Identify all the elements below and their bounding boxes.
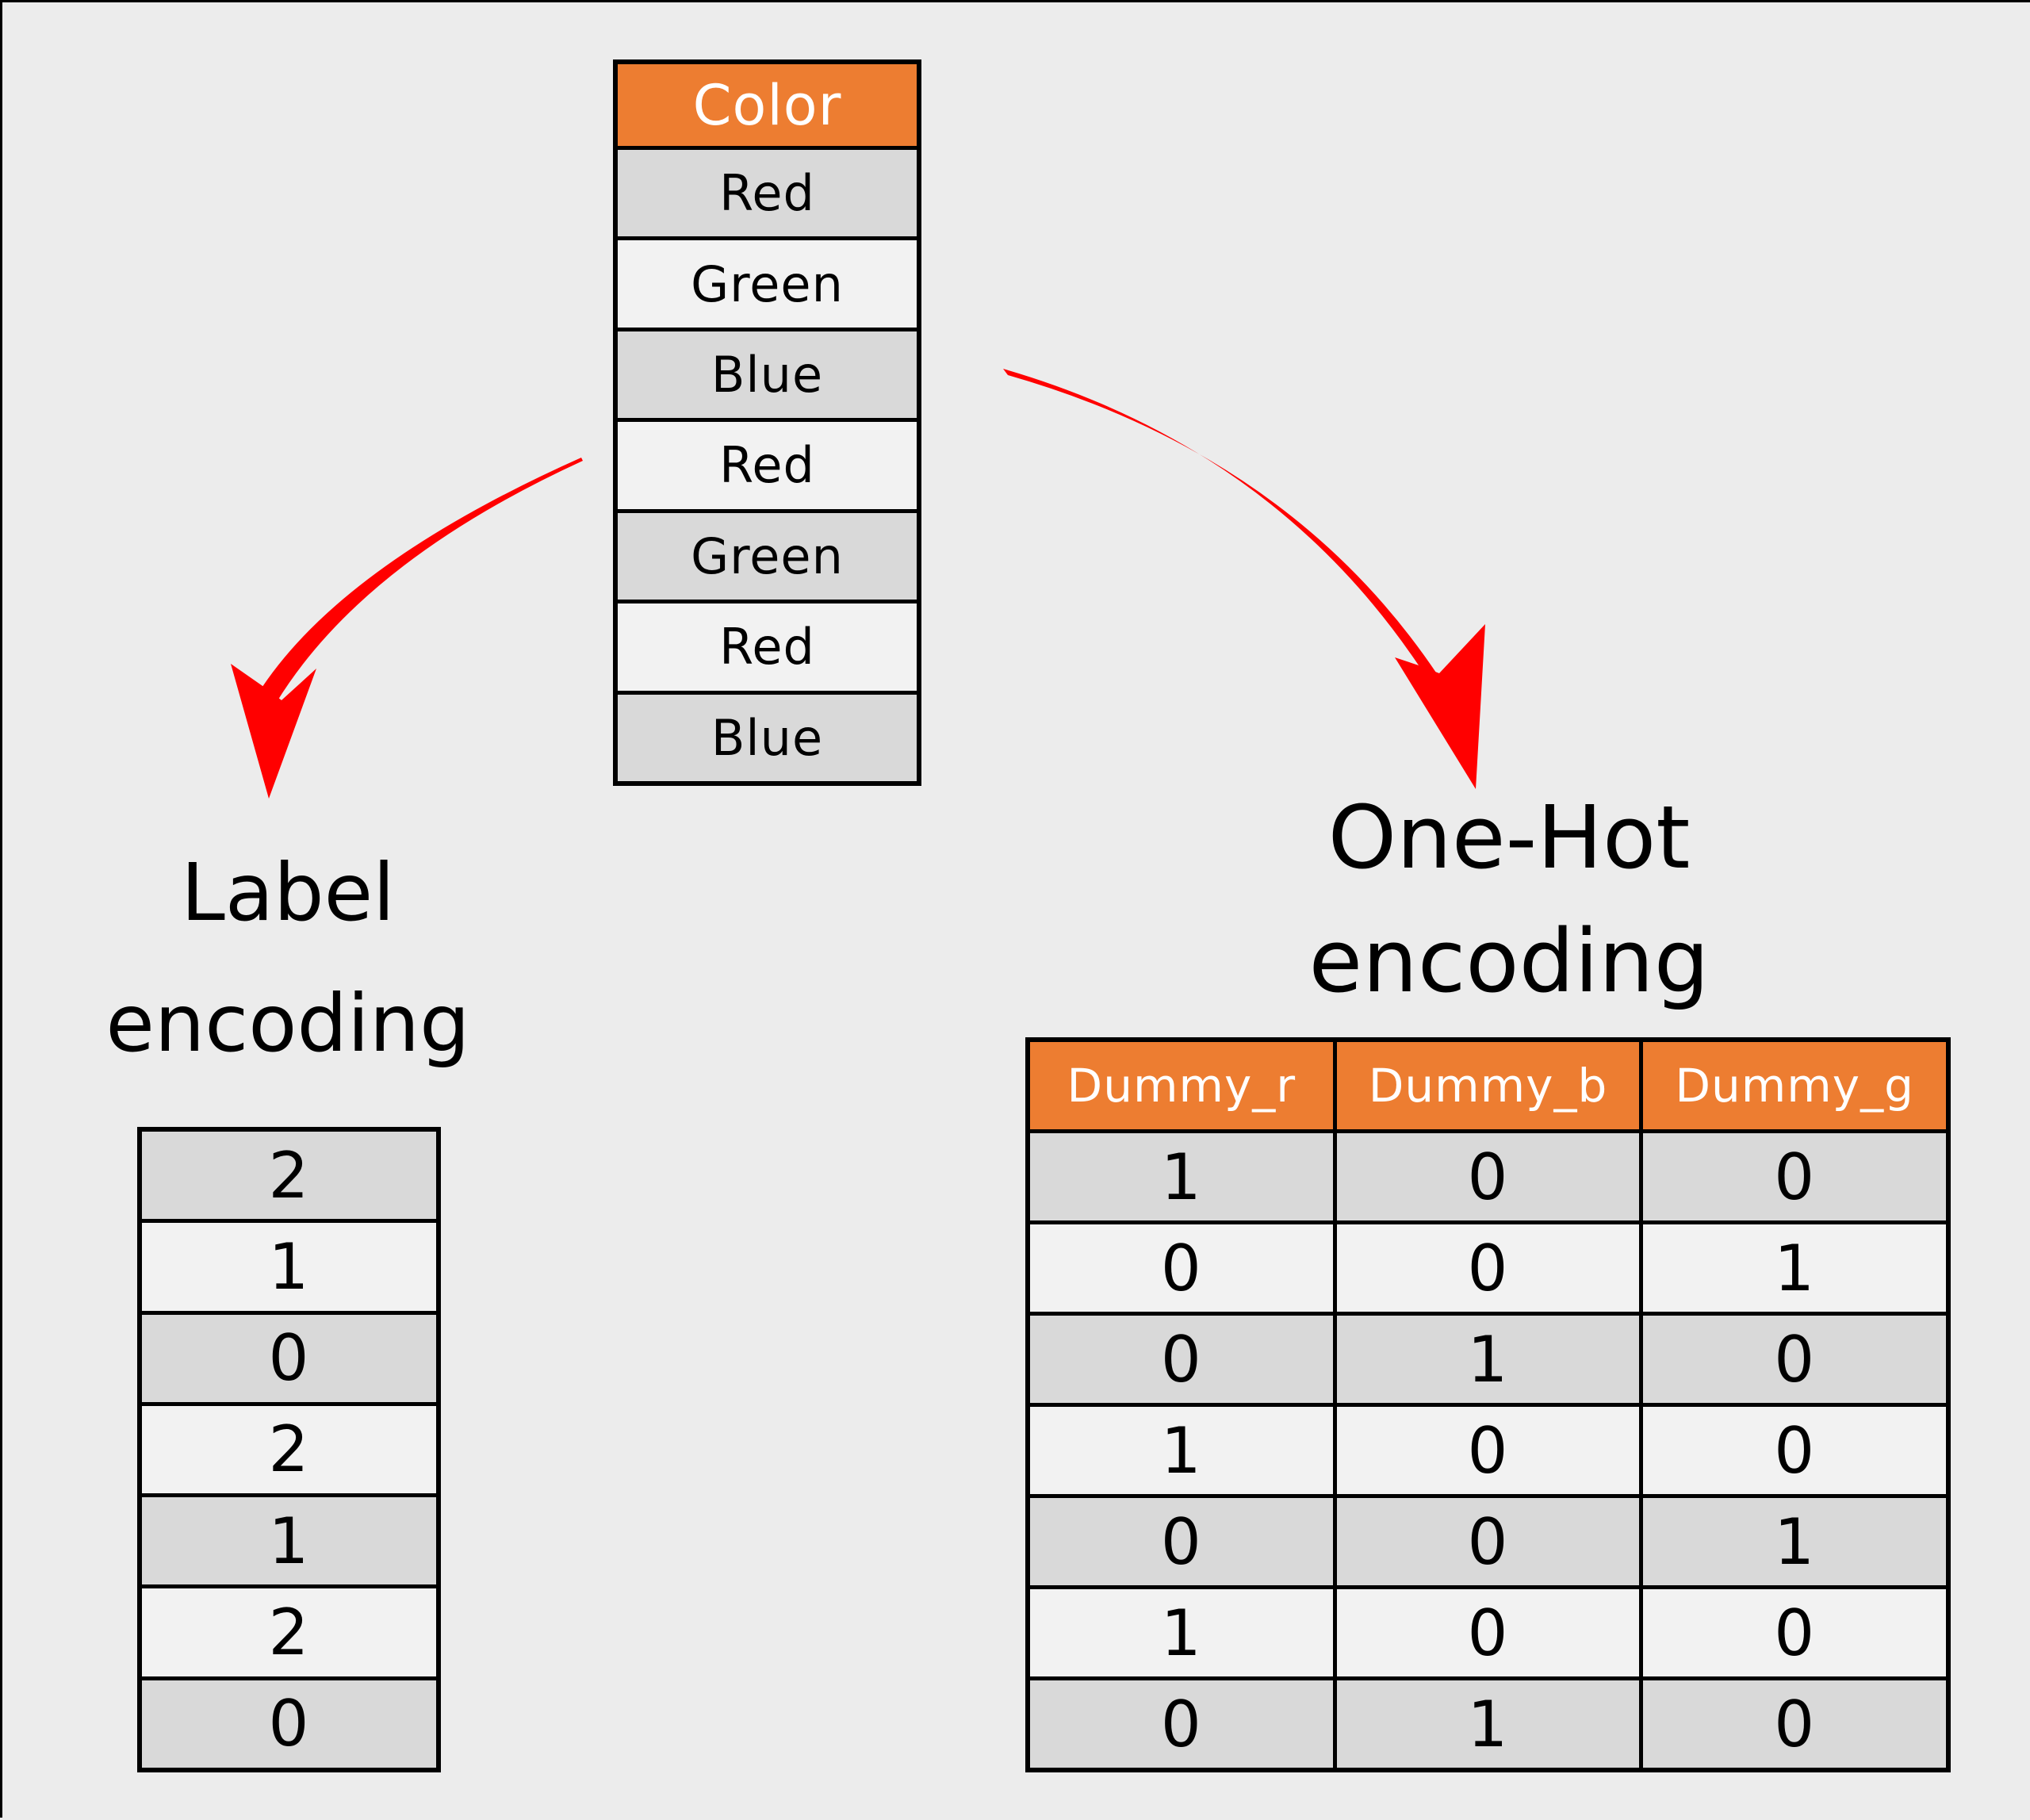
- onehot-cell: 1: [1030, 1133, 1333, 1220]
- label-value-cell: 2: [142, 1132, 436, 1220]
- onehot-cell: 0: [1030, 1498, 1333, 1585]
- curved-arrow-down-right-icon: [1003, 369, 1485, 789]
- onehot-cell: 1: [1643, 1224, 1946, 1312]
- onehot-cell: 0: [1643, 1680, 1946, 1768]
- onehot-cell: 0: [1643, 1133, 1946, 1220]
- one-hot-encoding-table: Dummy_r Dummy_b Dummy_g 1 0 0 0 0 1 0 1 …: [1025, 1037, 1951, 1772]
- onehot-cell: 0: [1336, 1589, 1640, 1676]
- onehot-cell: 0: [1643, 1316, 1946, 1403]
- onehot-cell: 1: [1030, 1407, 1333, 1494]
- color-cell: Blue: [618, 694, 917, 781]
- onehot-cell: 0: [1643, 1407, 1946, 1494]
- label-value-cell: 2: [142, 1588, 436, 1676]
- label-value-cell: 0: [142, 1680, 436, 1768]
- onehot-cell: 0: [1030, 1680, 1333, 1768]
- onehot-cell: 0: [1336, 1224, 1640, 1312]
- one-hot-encoding-title: One-Hot encoding: [1247, 776, 1771, 1023]
- color-cell: Green: [618, 240, 917, 328]
- onehot-cell: 0: [1643, 1589, 1946, 1676]
- onehot-cell: 0: [1030, 1316, 1333, 1403]
- onehot-header-dummy-b: Dummy_b: [1336, 1042, 1640, 1129]
- label-value-cell: 0: [142, 1314, 436, 1402]
- label-value-cell: 1: [142, 1497, 436, 1585]
- color-table-header: Color: [618, 64, 917, 146]
- label-encoding-title-line2: encoding: [105, 977, 470, 1070]
- color-cell: Red: [618, 422, 917, 509]
- label-encoding-title: Label encoding: [58, 827, 518, 1089]
- label-encoding-table: 2 1 0 2 1 2 0: [137, 1127, 441, 1772]
- label-encoding-title-line1: Label: [181, 846, 395, 939]
- onehot-header-dummy-r: Dummy_r: [1030, 1042, 1333, 1129]
- onehot-cell: 1: [1030, 1589, 1333, 1676]
- onehot-cell: 0: [1336, 1133, 1640, 1220]
- one-hot-title-line2: encoding: [1308, 910, 1710, 1013]
- color-cell: Green: [618, 512, 917, 600]
- curved-arrow-down-left-icon: [231, 458, 583, 799]
- onehot-header-dummy-g: Dummy_g: [1643, 1042, 1946, 1129]
- onehot-cell: 1: [1336, 1680, 1640, 1768]
- onehot-cell: 1: [1336, 1316, 1640, 1403]
- color-source-table: Color Red Green Blue Red Green Red Blue: [613, 59, 921, 786]
- color-cell: Blue: [618, 331, 917, 419]
- onehot-cell: 0: [1336, 1407, 1640, 1494]
- one-hot-title-line1: One-Hot: [1327, 787, 1691, 888]
- label-value-cell: 2: [142, 1405, 436, 1494]
- onehot-cell: 0: [1336, 1498, 1640, 1585]
- color-cell: Red: [618, 603, 917, 691]
- color-cell: Red: [618, 150, 917, 237]
- onehot-cell: 0: [1030, 1224, 1333, 1312]
- onehot-cell: 1: [1643, 1498, 1946, 1585]
- label-value-cell: 1: [142, 1223, 436, 1311]
